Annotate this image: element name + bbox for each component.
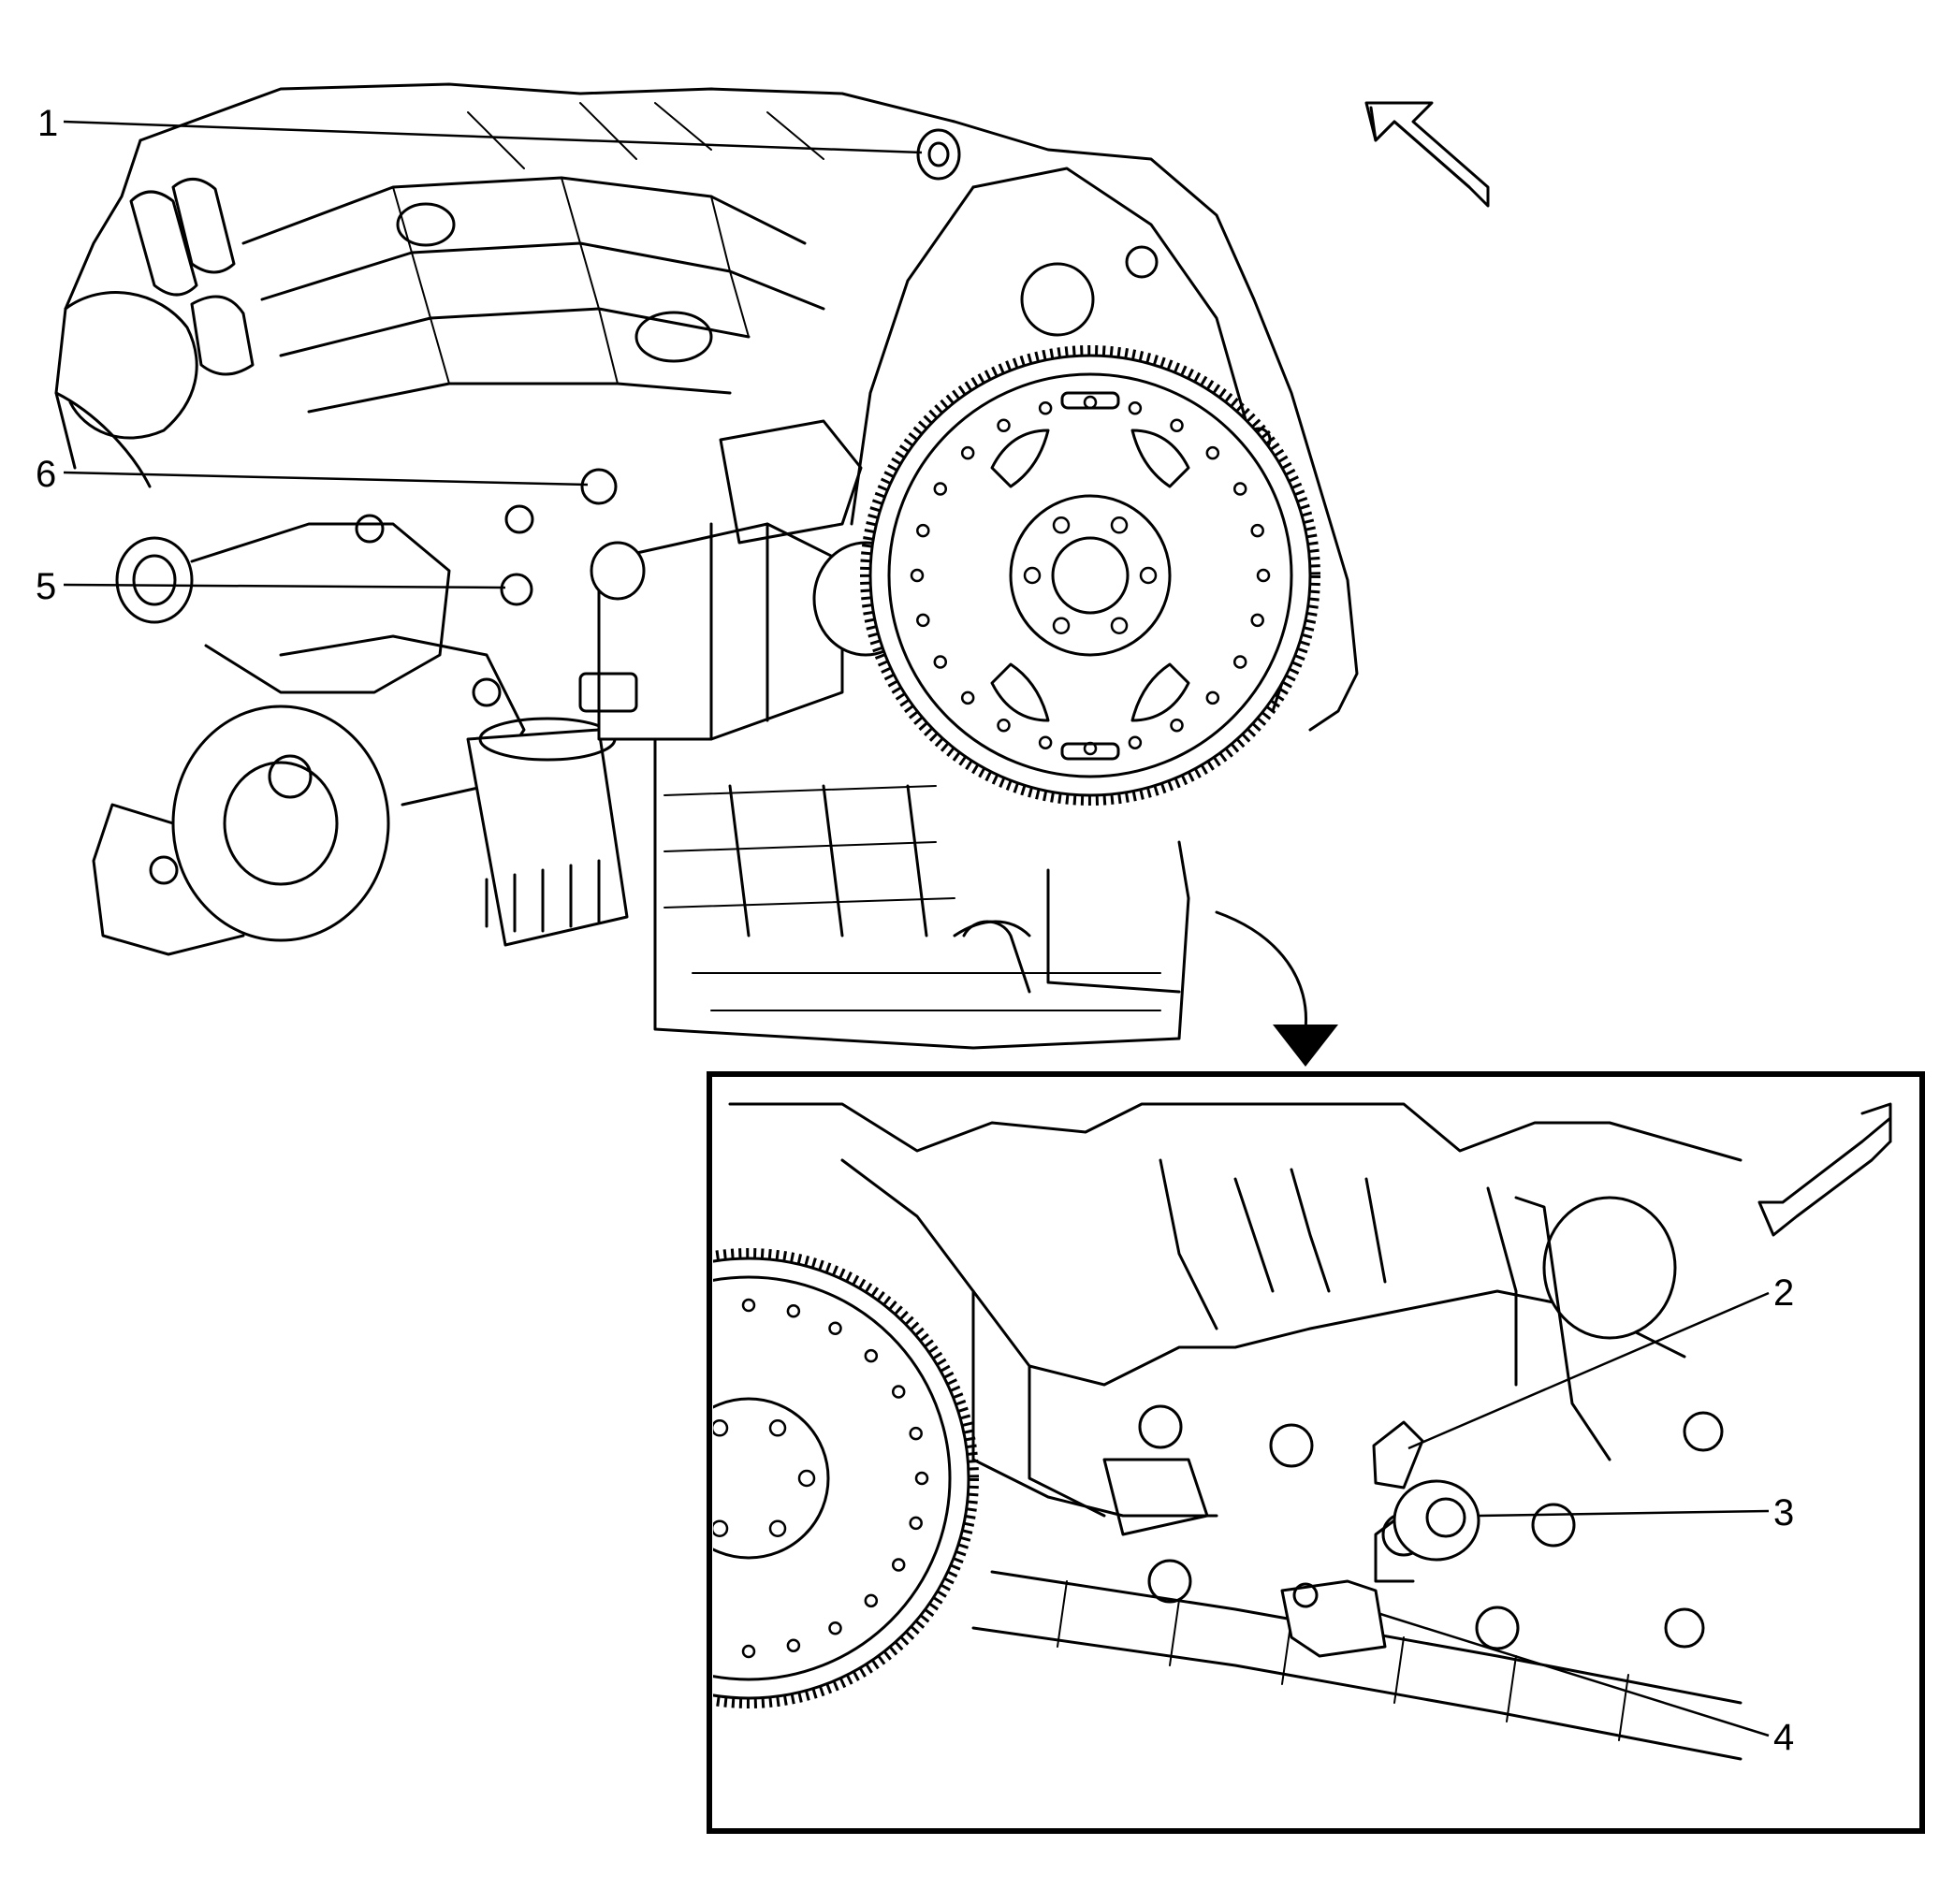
bolt-hole [741,1644,756,1659]
bolt-hole [576,1428,587,1439]
curved-arrow-icon [1215,910,1338,1067]
leader-lines [63,120,1770,1737]
bolt-hole [593,1387,605,1398]
callout-1: 1 [37,103,58,144]
bolt-hole [864,1348,879,1363]
bolt-hole [1232,482,1247,496]
bolt-hole [1052,617,1071,634]
part-4-bracket [1280,1579,1387,1658]
bolt-hole [828,1321,842,1336]
part-1-sensor [916,128,961,181]
bolt-hole [1205,445,1220,460]
bolt-hole [916,613,930,628]
bolt-hole [713,1519,729,1537]
bolt-hole [997,718,1011,733]
bolt-hole [1128,401,1143,415]
bolt-hole [914,1471,929,1486]
callout-labels: 1 2 3 4 5 6 [36,103,1794,1758]
bolt-hole [741,1298,756,1313]
flexplate-inset [570,1248,979,1708]
callout-4: 4 [1773,1717,1794,1758]
bolt-hole [683,1471,698,1486]
inset-detail-view [570,1071,1925,1834]
bolt-hole [768,1519,787,1537]
bolt-hole [1139,566,1158,585]
callout-5: 5 [36,566,56,607]
bolt-hole [1128,735,1143,749]
bolt-hole [1110,617,1129,634]
bolt-hole [933,482,948,496]
bolt-hole [570,1473,581,1484]
main-engine-view [54,82,1359,1050]
view-direction-arrow-icon [1757,1102,1892,1237]
bolt-hole [593,1560,605,1571]
bolt-hole [1256,568,1271,583]
bolt-hole [933,655,948,669]
bolt-hole [960,445,975,460]
bolt-hole [1023,566,1042,585]
part-2-connector [1372,1420,1424,1490]
callout-3: 3 [1773,1492,1794,1533]
view-direction-arrow-icon [1364,101,1490,208]
bolt-hole [1083,395,1098,410]
bolt-hole [620,1350,632,1361]
bolt-hole [910,568,925,583]
bolt-hole [916,523,930,538]
bolt-hole [620,1595,632,1606]
bolt-hole [657,1323,668,1334]
bolt-hole [909,1516,923,1531]
bolt-hole [997,418,1011,433]
bolt-hole [891,1558,906,1572]
bolt-hole [1205,690,1220,705]
bolt-hole [786,1304,801,1318]
bolt-hole [657,1622,668,1634]
bolt-hole [1250,613,1264,628]
flexplate-main [860,345,1320,806]
part-3-sensor [1374,1479,1480,1583]
bolt-hole [1250,523,1264,538]
part-5 [500,573,533,606]
bolt-hole [1038,735,1053,749]
bolt-hole [864,1593,879,1608]
bolt-hole [1170,418,1184,433]
bolt-hole [828,1621,842,1635]
bolt-hole [1038,401,1053,415]
bolt-hole [786,1638,801,1652]
bolt-hole [1052,516,1071,534]
callout-2: 2 [1773,1272,1794,1314]
bolt-hole [1232,655,1247,669]
bolt-hole [1110,516,1129,534]
bolt-hole [960,690,975,705]
bolt-hole [891,1385,906,1399]
bolt-hole [713,1419,729,1437]
bolt-hole [909,1426,923,1441]
bolt-hole [797,1469,816,1488]
bolt-hole [768,1419,787,1437]
bolt-hole [1170,718,1184,733]
callout-6: 6 [36,454,56,495]
part-6 [580,468,618,505]
bolt-hole [576,1518,587,1529]
